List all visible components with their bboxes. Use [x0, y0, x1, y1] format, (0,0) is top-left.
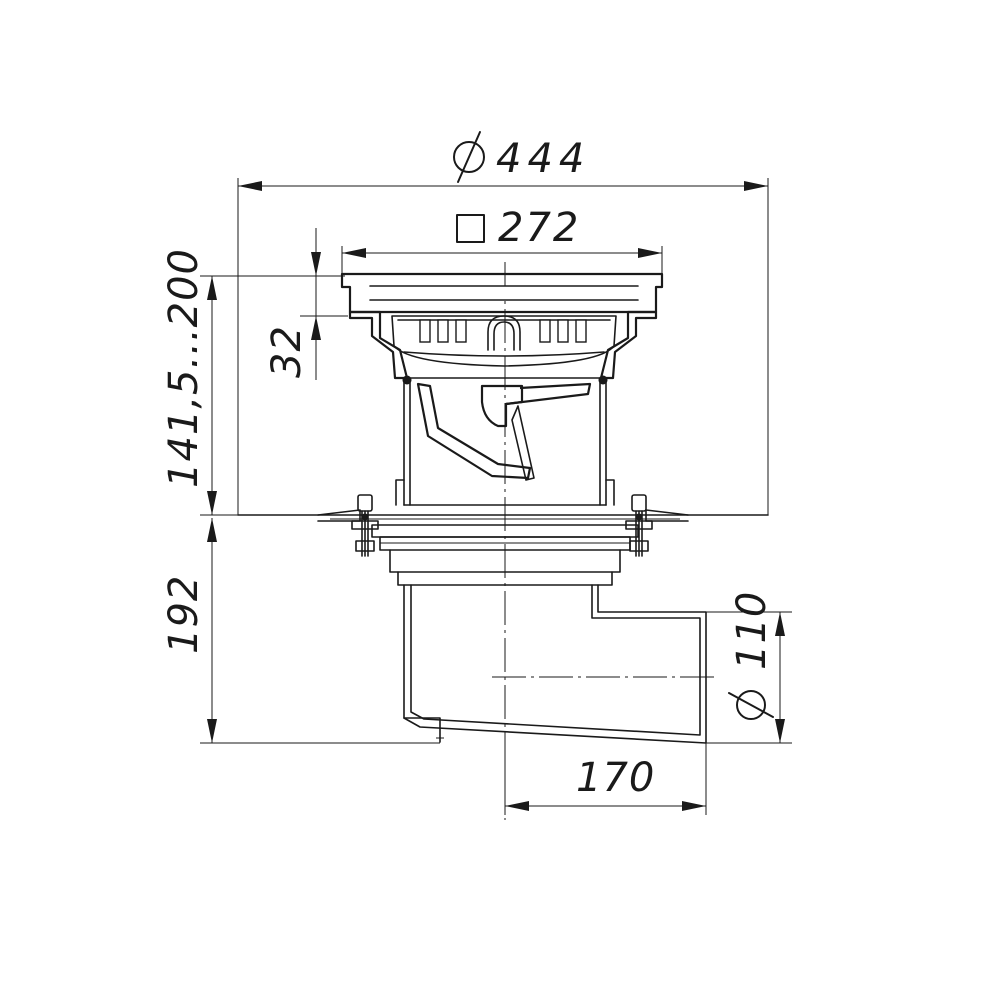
outlet-diameter-symbol-icon: [728, 690, 774, 720]
dimension-lower-height: [207, 518, 217, 743]
bolt-right: [625, 494, 653, 557]
grate: [340, 272, 664, 314]
grate-thickness-label: 32: [264, 325, 310, 378]
grate-square-label: 272: [498, 205, 580, 251]
bolt-left: [351, 494, 379, 557]
upper-body: [395, 375, 615, 506]
outlet-offset-label: 170: [576, 755, 655, 801]
dimension-outlet-diameter: [775, 612, 785, 743]
membrane-flange: [237, 509, 769, 522]
upper-height-label: 141,5...200: [161, 248, 207, 488]
lower-body: [397, 571, 707, 744]
dimension-upper-height: [207, 276, 217, 515]
square-symbol-icon: [456, 214, 485, 243]
leaf-basket: [391, 315, 617, 367]
housing-right-wall: [599, 310, 658, 380]
diameter-symbol-icon: [453, 131, 485, 183]
dimension-grate-thickness: [311, 228, 321, 380]
dimension-grate-square: [342, 248, 662, 258]
basket-slots: [419, 319, 587, 343]
housing-left-wall: [348, 310, 409, 380]
outlet-diameter-label: 110: [729, 591, 775, 670]
dimension-outlet-offset: [505, 801, 706, 811]
odour-trap: [416, 382, 592, 481]
overall-diameter-label: 444: [496, 136, 590, 182]
dimension-overall-diameter: [238, 181, 768, 191]
lower-height-label: 192: [161, 575, 207, 654]
